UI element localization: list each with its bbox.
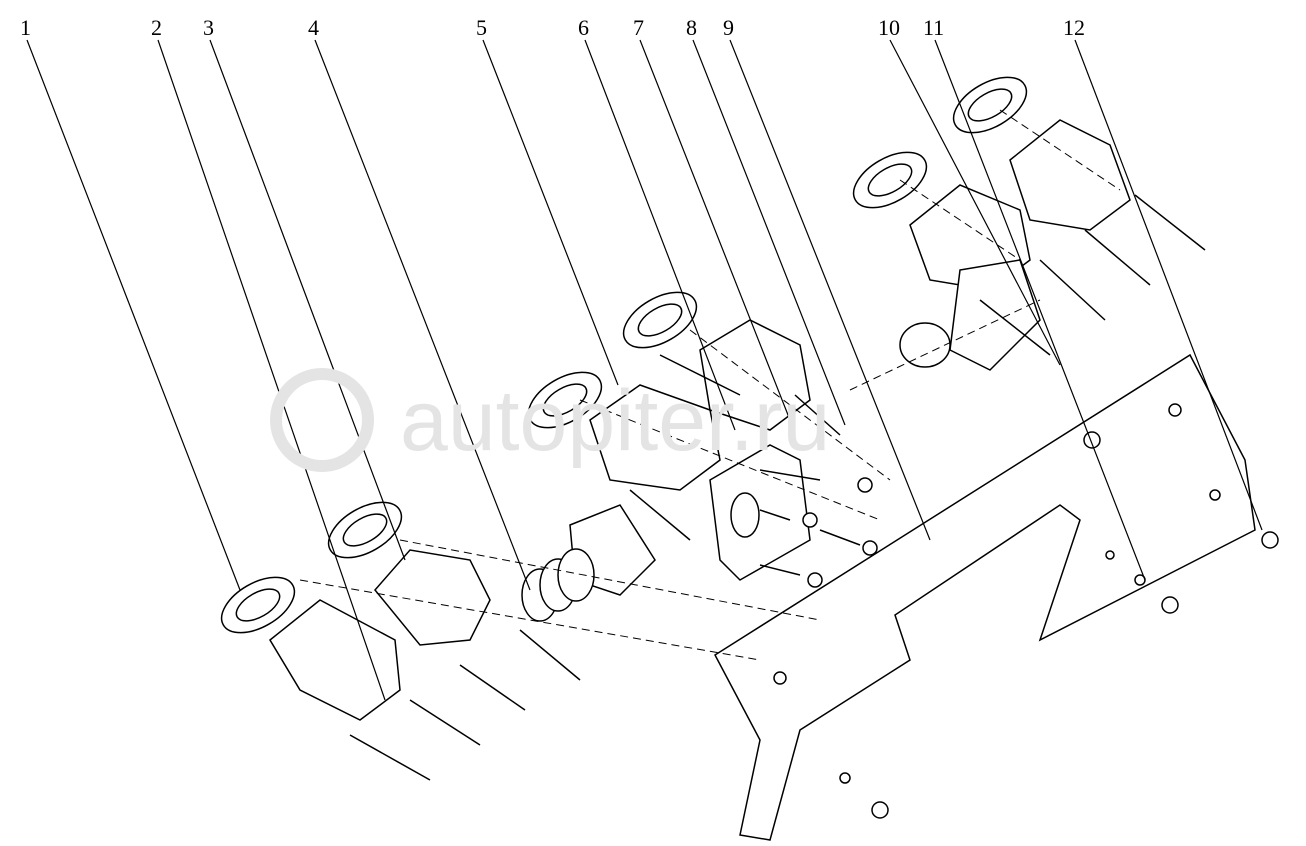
callout-7: 7: [633, 15, 644, 40]
callout-5: 5: [476, 15, 487, 40]
callout-1: 1: [20, 15, 31, 40]
bolts: [349, 194, 1279, 819]
callout-2: 2: [151, 15, 162, 40]
callout-9: 9: [723, 15, 734, 40]
callout-4: 4: [308, 15, 319, 40]
callout-10: 10: [878, 15, 900, 40]
callout-11: 11: [923, 15, 944, 40]
gaskets: [220, 76, 1028, 634]
seal-rings: [521, 548, 595, 622]
callout-numbers: 1 2 3 4 5 6 7 8 9 10 11 12: [20, 15, 1085, 40]
callout-12: 12: [1063, 15, 1085, 40]
leader-lines: [26, 39, 1263, 701]
callout-3: 3: [203, 15, 214, 40]
watermark-text: autopiter.ru: [400, 373, 830, 469]
callout-8: 8: [686, 15, 697, 40]
callout-6: 6: [578, 15, 589, 40]
assembly-lines: [299, 109, 1121, 661]
watermark-logo-icon: [270, 368, 374, 472]
watermark: autopiter.ru: [270, 368, 830, 472]
